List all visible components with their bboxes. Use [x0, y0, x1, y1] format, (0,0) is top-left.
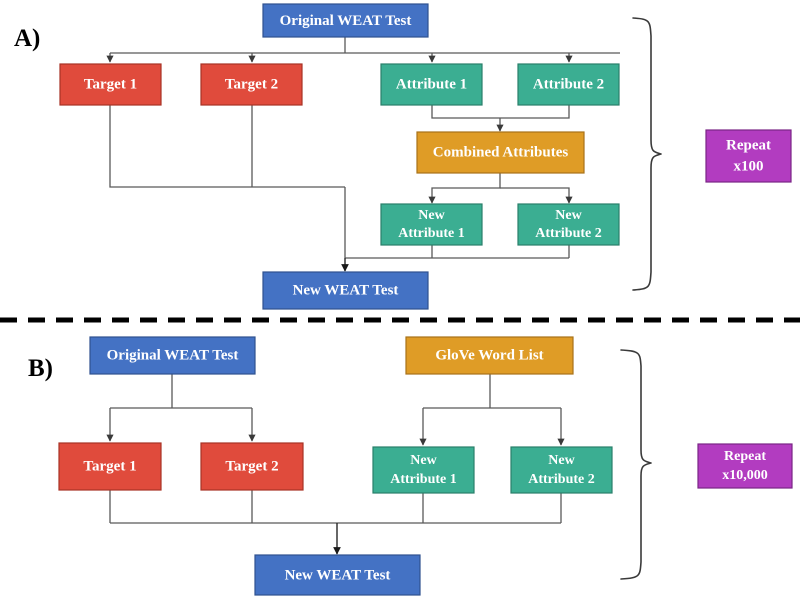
node-a-new-attribute-2-line1: New — [555, 208, 582, 223]
node-b-new-attribute-2[interactable]: New Attribute 2 — [510, 446, 613, 494]
node-a-target-2[interactable]: Target 2 — [200, 63, 303, 106]
node-b-target-1[interactable]: Target 1 — [58, 442, 162, 491]
panel-a-connectors — [106, 36, 620, 272]
panel-b-repeat-line1: Repeat — [724, 449, 766, 464]
node-b-new-attribute-2-line1: New — [548, 453, 575, 468]
node-b-new-attribute-1[interactable]: New Attribute 1 — [372, 446, 475, 494]
panel-b-brace — [620, 349, 652, 580]
node-a-new-attribute-2-line2: Attribute 2 — [535, 226, 602, 241]
panel-a-label: A) — [14, 25, 40, 52]
panel-a-brace — [632, 17, 662, 291]
node-a-original-weat[interactable]: Original WEAT Test — [262, 3, 429, 38]
node-a-combined-attributes-label: Combined Attributes — [433, 144, 569, 160]
node-b-new-attribute-2-line2: Attribute 2 — [528, 472, 595, 487]
node-b-target-2-label: Target 2 — [225, 458, 278, 474]
edge-a-combined-to-newattr1 — [428, 173, 501, 204]
panel-a-repeat-badge[interactable]: Repeat x100 — [705, 129, 792, 183]
panel-a-repeat-line2: x100 — [734, 158, 764, 174]
node-b-target-1-label: Target 1 — [83, 458, 136, 474]
panel-a-repeat-line1: Repeat — [726, 137, 771, 153]
node-b-new-weat[interactable]: New WEAT Test — [254, 554, 421, 596]
node-b-glove-word-list[interactable]: GloVe Word List — [405, 336, 574, 375]
node-a-target-1-label: Target 1 — [84, 76, 137, 92]
node-a-combined-attributes[interactable]: Combined Attributes — [416, 131, 585, 174]
node-a-attribute-1-label: Attribute 1 — [396, 76, 467, 92]
node-a-new-attribute-1-line2: Attribute 1 — [398, 226, 465, 241]
panel-b-label: B) — [28, 355, 53, 382]
panel-b-repeat-badge[interactable]: Repeat x10,000 — [697, 443, 793, 489]
node-b-new-attribute-1-line2: Attribute 1 — [390, 472, 457, 487]
edge-a-target1-drop — [109, 105, 345, 188]
node-b-original-weat-label: Original WEAT Test — [107, 347, 239, 363]
panel-b-connectors — [106, 374, 565, 555]
node-a-attribute-1[interactable]: Attribute 1 — [380, 63, 483, 106]
node-a-new-attribute-2[interactable]: New Attribute 2 — [517, 203, 620, 246]
edge-a-attributes-merge — [431, 105, 570, 119]
node-b-glove-word-list-label: GloVe Word List — [435, 347, 543, 363]
node-b-target-2[interactable]: Target 2 — [200, 442, 304, 491]
node-a-attribute-2-label: Attribute 2 — [533, 76, 604, 92]
node-a-new-attribute-1[interactable]: New Attribute 1 — [380, 203, 483, 246]
node-a-target-1[interactable]: Target 1 — [59, 63, 162, 106]
node-b-new-weat-label: New WEAT Test — [285, 567, 391, 583]
edge-a-combined-to-newattr2 — [500, 187, 573, 204]
node-b-new-attribute-1-line1: New — [410, 453, 437, 468]
node-a-target-2-label: Target 2 — [225, 76, 278, 92]
node-a-attribute-2[interactable]: Attribute 2 — [517, 63, 620, 106]
node-a-original-weat-label: Original WEAT Test — [280, 13, 412, 29]
node-a-new-weat[interactable]: New WEAT Test — [262, 271, 429, 310]
node-a-new-weat-label: New WEAT Test — [293, 282, 399, 298]
node-b-original-weat[interactable]: Original WEAT Test — [89, 336, 256, 375]
panel-b-repeat-line2: x10,000 — [722, 468, 768, 483]
node-a-new-attribute-1-line1: New — [418, 208, 445, 223]
